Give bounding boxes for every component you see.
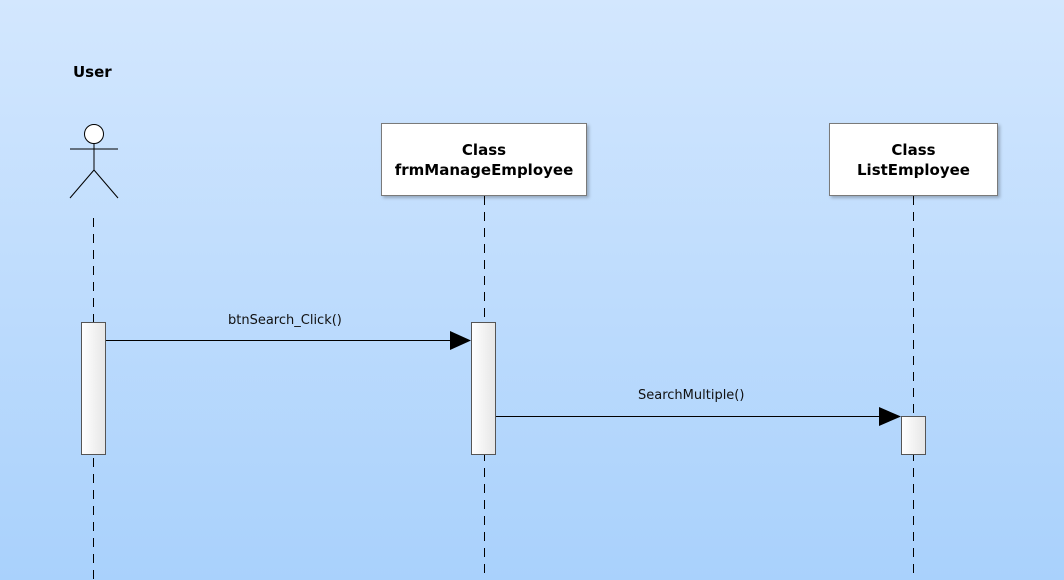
message-arrow-2 [496,407,901,426]
lifeline-name: frmManageEmployee [394,160,574,179]
lifeline-stereotype: Class [461,140,507,159]
activation-bar-frmManageEmployee [471,322,496,455]
lifeline-name: ListEmployee [857,160,970,179]
actor-label: User [73,63,112,81]
lifeline-box-frmManageEmployee[interactable]: Class frmManageEmployee [381,123,587,196]
message-label-search-multiple: SearchMultiple() [638,388,745,403]
message-arrow-1 [106,331,471,350]
activation-bar-user [81,322,106,455]
lifeline-stereotype: Class [891,140,936,159]
lifeline-box-ListEmployee[interactable]: Class ListEmployee [829,123,998,196]
stick-figure-icon [69,124,119,199]
message-label-btnSearch-click: btnSearch_Click() [228,313,342,328]
activation-bar-ListEmployee [901,416,926,455]
